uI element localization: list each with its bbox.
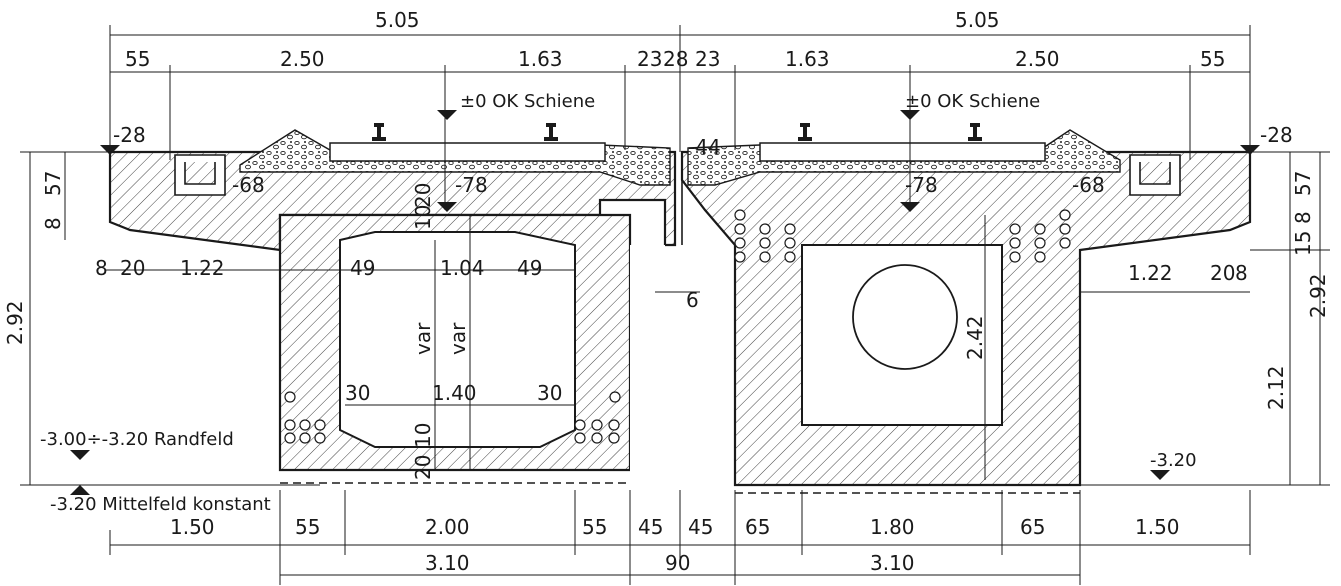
dim-20-top: 20 <box>411 183 435 208</box>
dim-joint-6: 6 <box>686 288 699 312</box>
dim-292-left: 2.92 <box>3 300 27 345</box>
dim-90: 90 <box>665 551 690 575</box>
dim-150-left: 1.50 <box>170 515 215 539</box>
sleeper-right <box>759 142 1046 162</box>
dim-163-left: 1.63 <box>518 47 563 71</box>
dim-250-left: 2.50 <box>280 47 325 71</box>
rail-label-right: ±0 OK Schiene <box>905 91 1040 112</box>
dim-310-left: 3.10 <box>425 551 470 575</box>
dim-10-top: 10 <box>411 205 435 230</box>
note-randfeld: -3.00÷-3.20 Randfeld <box>40 429 234 450</box>
note-mittelfeld: -3.20 Mittelfeld konstant <box>50 494 271 515</box>
sleeper-left <box>329 142 606 162</box>
dimension-lines <box>20 25 1330 585</box>
dim-55-bl: 55 <box>295 515 320 539</box>
dim-55-left: 55 <box>125 47 150 71</box>
dim-292-right: 2.92 <box>1306 273 1330 318</box>
dim-163-right: 1.63 <box>785 47 830 71</box>
dim-65-a: 65 <box>745 515 770 539</box>
dim-180: 1.80 <box>870 515 915 539</box>
dim-55-br: 55 <box>582 515 607 539</box>
dim-55-right: 55 <box>1200 47 1225 71</box>
dim-140: 1.40 <box>432 381 477 405</box>
level-28-right: -28 <box>1260 123 1293 147</box>
level-78-left: -78 <box>455 173 488 197</box>
level-68-right: -68 <box>1072 173 1105 197</box>
dim-right-half: 5.05 <box>955 8 1000 32</box>
dim-45-b: 45 <box>688 515 713 539</box>
dim-212-right: 2.12 <box>1264 365 1288 410</box>
rail-profiles <box>372 123 982 141</box>
dim-30-b: 30 <box>537 381 562 405</box>
dim-8-left-h: 8 <box>95 256 108 280</box>
dim-310-right: 3.10 <box>870 551 915 575</box>
level-78-right: -78 <box>905 173 938 197</box>
dim-122-left: 1.22 <box>180 256 225 280</box>
dim-49-b: 49 <box>517 256 542 280</box>
circular-duct <box>852 264 958 370</box>
dim-20-bottom: 20 <box>411 455 435 480</box>
dim-122-right: 1.22 <box>1128 261 1173 285</box>
dim-200: 2.00 <box>425 515 470 539</box>
dim-15-right: 15 <box>1291 231 1315 256</box>
tendon-ducts <box>284 209 1071 444</box>
dim-20-left-h: 20 <box>120 256 145 280</box>
dim-23-right: 23 <box>695 47 720 71</box>
dim-150-right: 1.50 <box>1135 515 1180 539</box>
dim-104: 1.04 <box>440 256 485 280</box>
level-markers <box>70 110 1260 495</box>
dim-20-right-h: 20 <box>1210 261 1235 285</box>
dimension-labels: 5.05 5.05 55 2.50 1.63 23 28 23 1.63 2.5… <box>3 8 1330 575</box>
dim-8-left: 8 <box>41 217 65 230</box>
var-right: var <box>446 322 470 355</box>
dim-45-a: 45 <box>638 515 663 539</box>
dim-65-b: 65 <box>1020 515 1045 539</box>
dim-57-right: 57 <box>1291 171 1315 196</box>
dim-left-half: 5.05 <box>375 8 420 32</box>
level-68-left: -68 <box>232 173 265 197</box>
dim-23-left: 23 <box>637 47 662 71</box>
dim-49-a: 49 <box>350 256 375 280</box>
dim-30-a: 30 <box>345 381 370 405</box>
dim-28-center: 28 <box>663 47 688 71</box>
var-left: var <box>411 322 435 355</box>
dim-8-right-h: 8 <box>1235 261 1248 285</box>
left-girder <box>108 150 677 485</box>
dim-8-right: 8 <box>1291 211 1315 224</box>
dim-57-left: 57 <box>41 171 65 196</box>
dim-250-right: 2.50 <box>1015 47 1060 71</box>
dim-242: 2.42 <box>963 315 987 360</box>
level-44: -44 <box>688 135 721 159</box>
level-28-left: -28 <box>113 123 146 147</box>
note-320: -3.20 <box>1150 450 1197 471</box>
dim-10-bottom: 10 <box>411 423 435 448</box>
rail-label-left: ±0 OK Schiene <box>460 91 595 112</box>
cable-troughs <box>174 154 1181 196</box>
